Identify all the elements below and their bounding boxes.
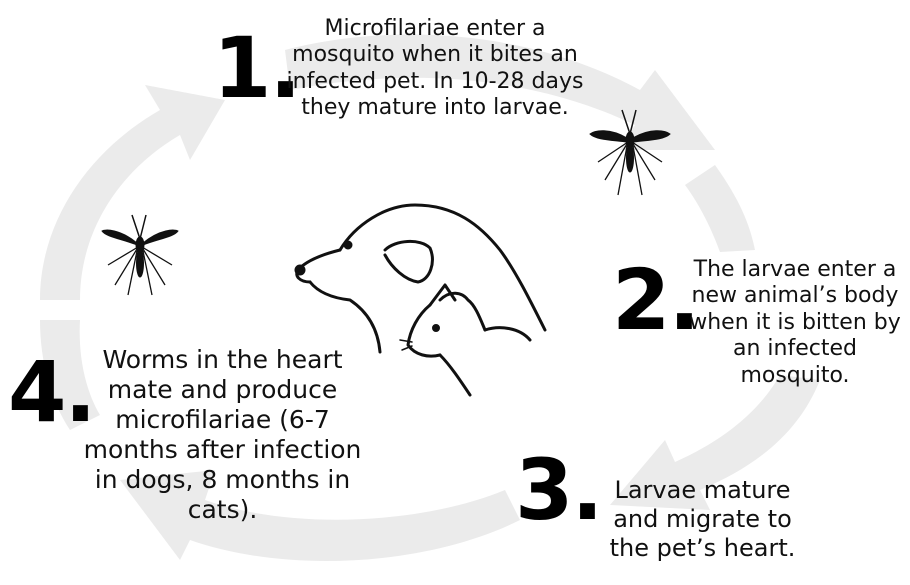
step-1-description: Microfilariae enter a mosquito when it b… bbox=[285, 16, 585, 122]
mosquito-icon bbox=[102, 215, 178, 295]
step-3-number: 3. bbox=[515, 448, 601, 532]
arrow-4-to-1 bbox=[40, 85, 225, 300]
step-4-description: Worms in the heart mate and produce micr… bbox=[80, 345, 365, 525]
step-3-description: Larvae mature and migrate to the pet’s h… bbox=[600, 476, 805, 562]
step-2-description: The larvae enter a new animal’s body whe… bbox=[685, 257, 905, 389]
arrow-1-to-2 bbox=[685, 165, 755, 252]
